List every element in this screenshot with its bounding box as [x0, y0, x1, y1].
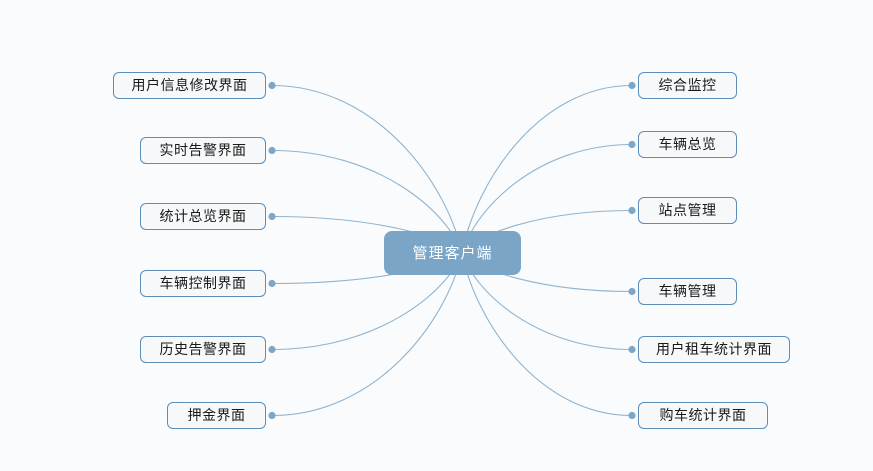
right-node-3[interactable]: 车辆管理	[638, 278, 737, 305]
node-label: 站点管理	[658, 202, 717, 219]
right-node-5[interactable]: 购车统计界面	[638, 402, 768, 429]
left-node-4[interactable]: 历史告警界面	[140, 336, 266, 363]
edge-dot-right-1	[628, 140, 636, 149]
node-label: 用户信息修改界面	[131, 77, 248, 94]
edge-dot-left-3	[268, 279, 276, 288]
right-node-2[interactable]: 站点管理	[638, 197, 737, 224]
left-node-5[interactable]: 押金界面	[167, 402, 266, 429]
edge-dot-right-4	[628, 345, 636, 354]
node-label: 车辆管理	[658, 283, 717, 300]
left-node-0[interactable]: 用户信息修改界面	[113, 72, 266, 99]
left-node-3[interactable]: 车辆控制界面	[140, 270, 266, 297]
edge-right-5	[461, 252, 633, 417]
left-node-2[interactable]: 统计总览界面	[140, 203, 266, 230]
edge-left-5	[271, 252, 463, 417]
node-label: 综合监控	[658, 77, 717, 94]
edge-dot-right-5	[628, 411, 636, 420]
edge-dot-left-0	[268, 81, 276, 90]
right-node-0[interactable]: 综合监控	[638, 72, 737, 99]
node-label: 购车统计界面	[659, 407, 747, 424]
edge-right-0	[461, 84, 633, 254]
center-node[interactable]: 管理客户端	[384, 231, 521, 275]
node-label: 车辆总览	[658, 136, 717, 153]
edge-dot-right-2	[628, 206, 636, 215]
right-node-1[interactable]: 车辆总览	[638, 131, 737, 158]
node-label: 统计总览界面	[159, 208, 247, 225]
edge-dot-right-3	[628, 287, 636, 296]
left-node-1[interactable]: 实时告警界面	[140, 137, 266, 164]
edge-dot-left-2	[268, 212, 276, 221]
right-node-4[interactable]: 用户租车统计界面	[638, 336, 790, 363]
edge-dot-left-4	[268, 345, 276, 354]
edge-dot-right-0	[628, 81, 636, 90]
node-label: 历史告警界面	[159, 341, 247, 358]
node-label: 押金界面	[187, 407, 246, 424]
edge-dot-left-1	[268, 146, 276, 155]
center-node-label: 管理客户端	[412, 243, 493, 262]
node-label: 车辆控制界面	[159, 275, 247, 292]
edge-left-0	[271, 84, 463, 254]
node-label: 用户租车统计界面	[656, 341, 772, 358]
node-label: 实时告警界面	[159, 142, 247, 159]
edge-dot-left-5	[268, 411, 276, 420]
